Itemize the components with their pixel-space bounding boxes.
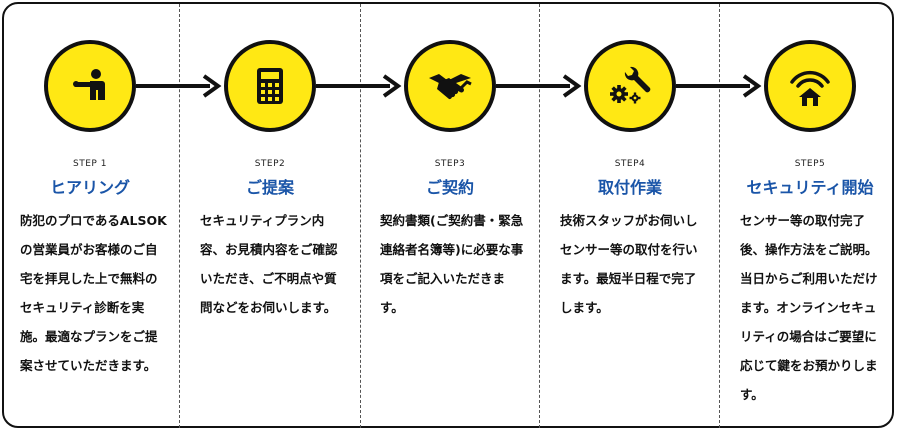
step-number: STEP3 (434, 159, 466, 169)
step-number: STEP2 (254, 159, 286, 169)
column-divider (179, 4, 180, 428)
column-divider (360, 4, 361, 428)
step-number: STEP4 (614, 159, 646, 169)
step-description: センサー等の取付完了後、操作方法をご説明。当日からご利用いただけます。オンライン… (740, 213, 878, 402)
connector-line (316, 84, 390, 88)
step-title: ご契約 (425, 178, 474, 197)
arrow-head-icon (742, 74, 762, 98)
handshake-icon (404, 40, 496, 132)
step-description: 技術スタッフがお伺いしセンサー等の取付を行います。最短半日程で完了します。 (560, 213, 698, 315)
step-description: 防犯のプロであるALSOKの営業員がお客様のご自宅を拝見した上で無料のセキュリテ… (20, 213, 167, 373)
connector-line (136, 84, 210, 88)
step-column-3: STEP3 ご契約 契約書類(ご契約書・緊急連絡者名簿等)に必要な事項をご記入い… (360, 0, 540, 432)
step-number: STEP 1 (73, 159, 107, 169)
arrow-head-icon (562, 74, 582, 98)
arrow-head-icon (202, 74, 222, 98)
step-title: 取付作業 (597, 178, 662, 197)
step-description: 契約書類(ご契約書・緊急連絡者名簿等)に必要な事項をご記入いただきます。 (380, 213, 524, 315)
step-description: セキュリティプラン内容、お見積内容をご確認いただき、ご不明点や質問などをお伺いし… (200, 213, 338, 315)
tools-gears-icon (584, 40, 676, 132)
step-column-1: STEP 1 ヒアリング 防犯のプロであるALSOKの営業員がお客様のご自宅を拝… (0, 0, 180, 432)
column-divider (719, 4, 720, 428)
connector-line (496, 84, 570, 88)
step-column-5: STEP5 セキュリティ開始 センサー等の取付完了後、操作方法をご説明。当日から… (720, 0, 900, 432)
step-title: セキュリティ開始 (746, 178, 874, 197)
step-column-4: STEP4 取付作業 技術スタッフがお伺いしセンサー等の取付を行います。最短半日… (540, 0, 720, 432)
calculator-icon (224, 40, 316, 132)
home-signal-icon (764, 40, 856, 132)
step-column-2: STEP2 ご提案 セキュリティプラン内容、お見積内容をご確認いただき、ご不明点… (180, 0, 360, 432)
step-title: ヒアリング (49, 178, 130, 197)
column-divider (539, 4, 540, 428)
arrow-head-icon (382, 74, 402, 98)
step-title: ご提案 (245, 178, 294, 197)
person-presenting-icon (44, 40, 136, 132)
connector-line (676, 84, 750, 88)
step-number: STEP5 (794, 159, 826, 169)
